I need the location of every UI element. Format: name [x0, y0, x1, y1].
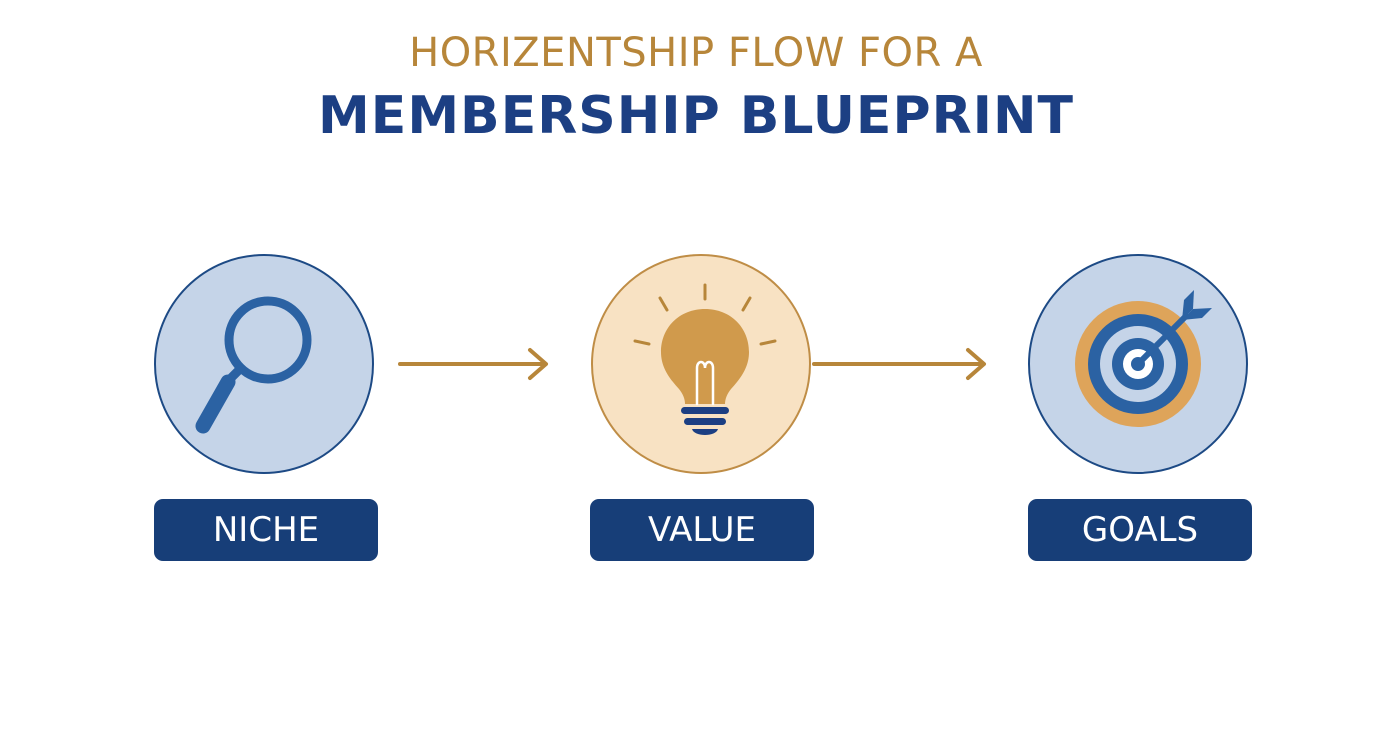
- goals-circle: [1028, 254, 1248, 474]
- arrow-right-icon: [812, 348, 986, 380]
- magnifying-glass-icon: [195, 296, 312, 434]
- lightbulb-icon: [633, 283, 777, 435]
- diagram-title-line1: HORIZENTSHIP FLOW FOR A: [409, 30, 983, 76]
- step-label-goals: GOALS: [1028, 499, 1252, 561]
- target-icon: [1075, 290, 1212, 427]
- diagram-title-line2: MEMBERSHIP BLUEPRINT: [318, 86, 1074, 146]
- arrow-right-icon: [398, 348, 548, 380]
- niche-circle: [154, 254, 374, 474]
- step-label-niche: NICHE: [154, 499, 378, 561]
- step-label-value: VALUE: [590, 499, 814, 561]
- value-circle: [591, 254, 811, 474]
